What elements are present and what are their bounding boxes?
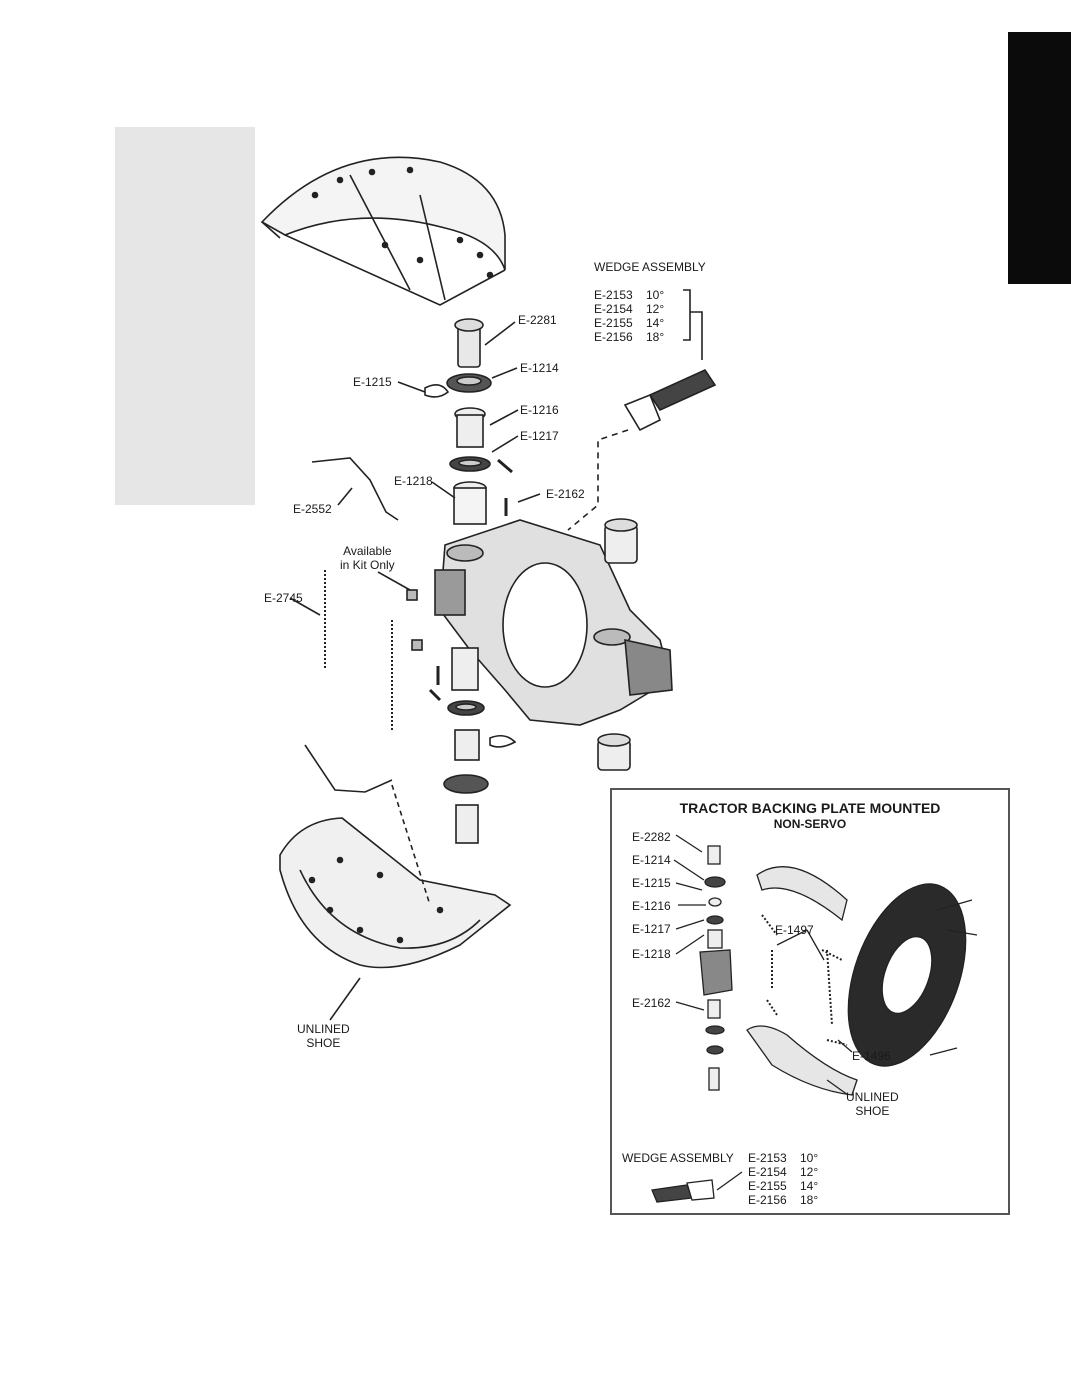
- wedge-row: E-2156 18°: [594, 330, 664, 344]
- inset-wedge-angle: 12°: [800, 1165, 819, 1179]
- inset-subtitle: NON-SERVO: [773, 817, 847, 831]
- inset-label-e1218: E-1218: [632, 947, 671, 961]
- unlined-line1: UNLINED: [297, 1022, 350, 1036]
- wedge-angle: 18°: [646, 330, 665, 344]
- inset-label-unlined-shoe: UNLINED SHOE: [846, 1090, 899, 1118]
- label-e2162: E-2162: [546, 487, 585, 501]
- inset-wedge-angle: 14°: [800, 1179, 819, 1193]
- wedge-row: E-2154 12°: [594, 302, 664, 316]
- wedge-part-number: E-2155: [594, 316, 633, 330]
- inset-wedge-part: E-2155: [748, 1179, 787, 1193]
- inset-title: TRACTOR BACKING PLATE MOUNTED: [679, 800, 941, 816]
- inset-wedge-angle: 18°: [800, 1193, 819, 1207]
- wedge-angle: 10°: [646, 288, 665, 302]
- inset-tractor-backing-plate: TRACTOR BACKING PLATE MOUNTED NON-SERVO: [610, 788, 1010, 1215]
- section-tab: [1008, 32, 1071, 284]
- inset-wedge-row: E-2153 10°: [748, 1151, 818, 1165]
- inset-wedge-row: E-2156 18°: [748, 1193, 818, 1207]
- inset-label-e1214: E-1214: [632, 853, 671, 867]
- inset-wedge-row: E-2154 12°: [748, 1165, 818, 1179]
- inset-wedge-angle: 10°: [800, 1151, 819, 1165]
- wedge-angle: 12°: [646, 302, 665, 316]
- inset-wedge-part: E-2153: [748, 1151, 787, 1165]
- wedge-row: E-2153 10°: [594, 288, 664, 302]
- label-available-kit: Available in Kit Only: [340, 544, 395, 572]
- inset-label-e2162: E-2162: [632, 996, 671, 1010]
- wedge-row: E-2155 14°: [594, 316, 664, 330]
- inset-label-e1497: E-1497: [775, 923, 814, 937]
- inset-wedge-part: E-2154: [748, 1165, 787, 1179]
- wedge-part-number: E-2154: [594, 302, 633, 316]
- inset-wedge-row: E-2155 14°: [748, 1179, 818, 1193]
- wedge-part-number: E-2156: [594, 330, 633, 344]
- lower-stack-illustration: [428, 647, 517, 844]
- available-line2: in Kit Only: [340, 558, 395, 572]
- label-e2552: E-2552: [293, 502, 332, 516]
- label-unlined-shoe: UNLINED SHOE: [297, 1022, 350, 1050]
- inset-unlined-line1: UNLINED: [846, 1090, 899, 1104]
- inset-unlined-line2: SHOE: [855, 1104, 890, 1118]
- wedge-assembly-title: WEDGE ASSEMBLY: [594, 260, 706, 274]
- available-line1: Available: [343, 544, 392, 558]
- unlined-shoe-illustration: [279, 784, 512, 969]
- inset-wedge-title: WEDGE ASSEMBLY: [622, 1151, 734, 1165]
- inset-diagram: [651, 834, 978, 1203]
- wedge-part-number: E-2153: [594, 288, 633, 302]
- lined-shoe-illustration: [260, 156, 506, 306]
- inset-label-e1215: E-1215: [632, 876, 671, 890]
- label-e1215: E-1215: [353, 375, 392, 389]
- label-e2745: E-2745: [264, 591, 303, 605]
- inset-label-e1216: E-1216: [632, 899, 671, 913]
- label-e2281: E-2281: [518, 313, 557, 327]
- wedge-angle: 14°: [646, 316, 665, 330]
- inset-label-e1217: E-1217: [632, 922, 671, 936]
- label-e1218: E-1218: [394, 474, 433, 488]
- spider-casting-illustration: [434, 519, 673, 726]
- inset-label-e2282: E-2282: [632, 830, 671, 844]
- unlined-line2: SHOE: [306, 1036, 341, 1050]
- label-e1217: E-1217: [520, 429, 559, 443]
- sidebar-panel: [115, 127, 255, 505]
- adjuster-stack-illustration: [424, 318, 513, 525]
- label-e1216: E-1216: [520, 403, 559, 417]
- inset-label-e1496: E-1496: [852, 1049, 891, 1063]
- label-e1214: E-1214: [520, 361, 559, 375]
- wedge-assembly-table: E-2153 10° E-2154 12° E-2155 14° E-2156 18°: [594, 288, 664, 344]
- wedge-part-illustration: [623, 368, 717, 432]
- inset-wedge-part: E-2156: [748, 1193, 787, 1207]
- inset-wedge-table: E-2153 10° E-2154 12° E-2155 14° E-2156 18°: [748, 1151, 818, 1207]
